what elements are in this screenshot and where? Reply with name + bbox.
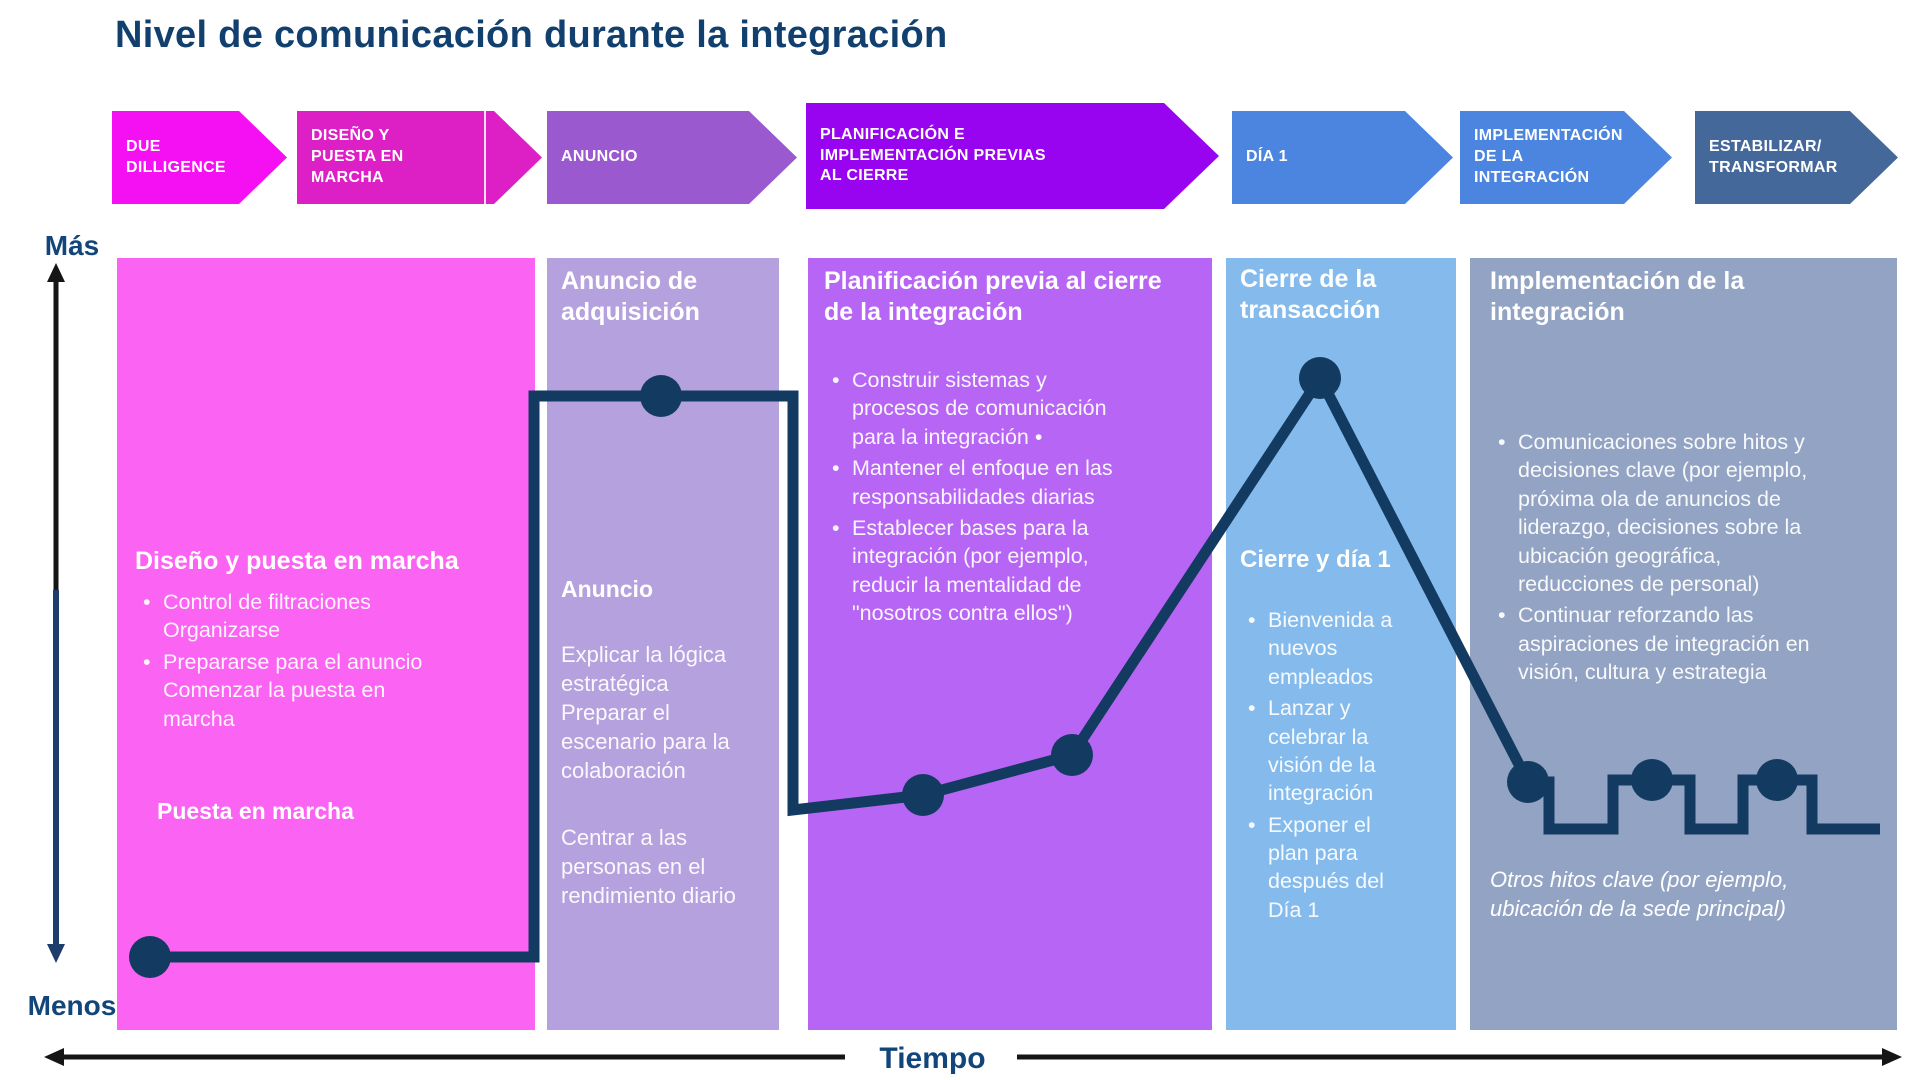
panel-paragraph: Centrar a las personas en el rendimiento… [561,825,736,909]
panel-paragraph: Explicar la lógica estratégica Preparar … [561,642,730,784]
panel-cierre-de-la-transaccion: Cierre de la transacción Cierre y día 1 … [1226,258,1456,1030]
bullet-item: Mantener el enfoque en las responsabilid… [824,454,1206,511]
y-axis-label-less: Menos [27,990,117,1021]
key-milestones-note: Otros hitos clave (por ejemplo, ubicació… [1490,867,1789,921]
phase-chevron-due-diligence: DUE DILLIGENCE [112,111,287,204]
panel-planificacion-previa-al-cierre: Planificación previa al cierre de la int… [808,258,1212,1030]
phase-label: ANUNCIO [561,148,638,166]
phase-chevron-dia-1: DÍA 1 [1232,111,1453,204]
bullet-item: Exponer el plan para después del Día 1 [1240,811,1452,925]
panel-heading: Diseño y puesta en marcha [135,547,459,575]
phase-label: IMPLEMENTACIÓN DE LA INTEGRACIÓN [1474,127,1623,186]
bullet-item: Comunicaciones sobre hitos y decisiones … [1490,428,1893,598]
phase-chevron-implementacion: IMPLEMENTACIÓN DE LA INTEGRACIÓN [1460,111,1672,204]
panel-implementacion-de-la-integracion: Implementación de la integración Comunic… [1470,258,1897,1030]
bullet-item: Bienvenida a nuevos empleados [1240,606,1452,691]
phase-label: PLANIFICACIÓN E IMPLEMENTACIÓN PREVIAS A… [820,125,1046,185]
panel-heading: Anuncio de adquisición [561,267,700,327]
panel-subheading: Anuncio [561,576,653,602]
panel-heading: Implementación de la integración [1490,267,1745,327]
panel-subheading: Cierre y día 1 [1240,546,1391,573]
phase-chevron-planificacion-previa: PLANIFICACIÓN E IMPLEMENTACIÓN PREVIAS A… [806,103,1219,209]
panel-heading: Planificación previa al cierre de la int… [824,267,1162,327]
panel-heading: Cierre de la transacción [1240,265,1381,325]
phase-chevron-diseno-puesta-en-marcha: DISEÑO Y PUESTA EN MARCHA [297,111,542,204]
panel-anuncio-de-adquisicion: Anuncio de adquisición Anuncio Explicar … [547,258,779,1030]
bullet-list: Comunicaciones sobre hitos y decisiones … [1490,428,1893,689]
bullet-item: Lanzar y celebrar la visión de la integr… [1240,694,1452,808]
panel-subheading: Puesta en marcha [157,798,354,824]
bullet-item: Construir sistemas y procesos de comunic… [824,366,1206,451]
bullet-list: Bienvenida a nuevos empleados Lanzar y c… [1240,606,1452,927]
bullet-item: Prepararse para el anuncio Comenzar la p… [135,648,529,733]
y-axis-label-more: Más [44,230,100,261]
phase-chevron-anuncio: ANUNCIO [547,111,797,204]
bullet-item: Control de filtraciones Organizarse [135,588,529,645]
page-title: Nivel de comunicación durante la integra… [115,14,948,56]
bullet-list: Construir sistemas y procesos de comunic… [824,366,1206,630]
bullet-list: Control de filtraciones Organizarse Prep… [135,588,529,736]
panel-diseno-y-puesta-en-marcha: Diseño y puesta en marcha Control de fil… [117,258,535,1030]
y-axis-arrow [47,263,65,963]
phase-label: DUE DILLIGENCE [126,137,226,176]
x-axis-label: Tiempo [879,1042,986,1075]
phase-label: DISEÑO Y PUESTA EN MARCHA [311,127,404,186]
x-axis-arrow [44,1048,1902,1066]
phase-label: ESTABILIZAR/ TRANSFORMAR [1709,137,1838,176]
phase-label: DÍA 1 [1246,148,1288,166]
bullet-item: Continuar reforzando las aspiraciones de… [1490,601,1893,686]
bullet-item: Establecer bases para la integración (po… [824,514,1206,628]
phase-chevron-estabilizar-transformar: ESTABILIZAR/ TRANSFORMAR [1695,111,1898,204]
